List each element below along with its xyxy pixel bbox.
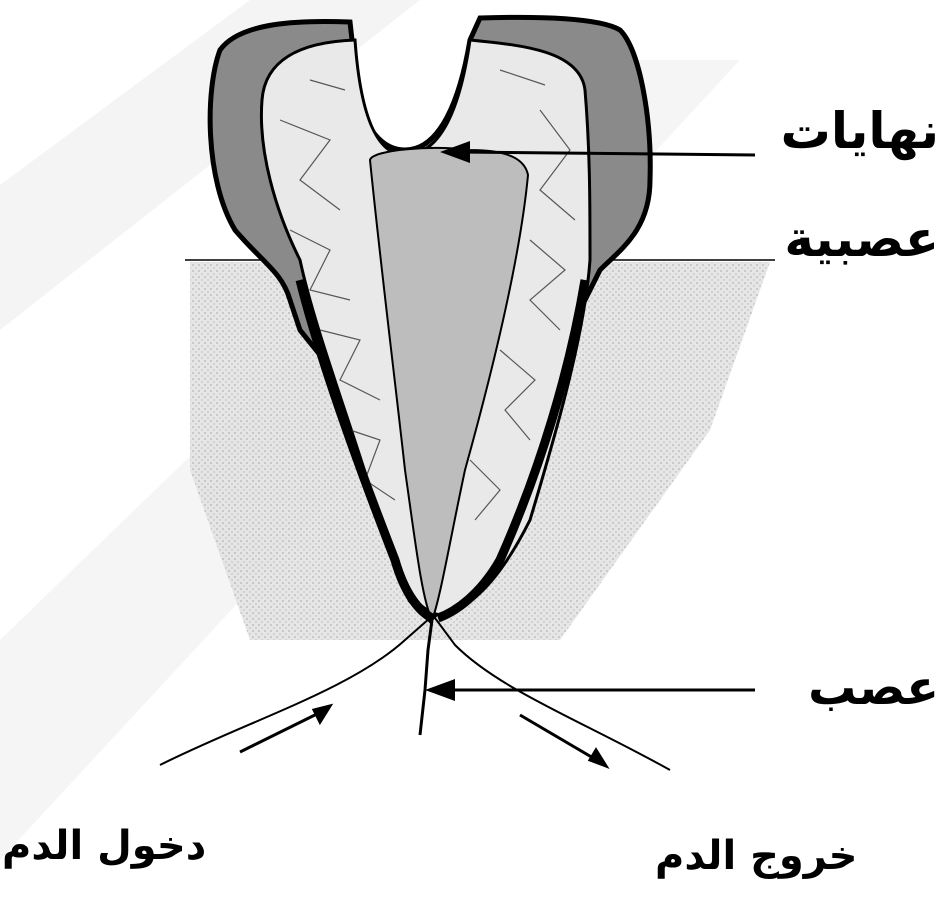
label-nerve-endings-line1: نهايات — [781, 106, 939, 156]
label-nerve-endings-line2: عصبية — [784, 214, 939, 264]
nerve-pointer — [425, 679, 755, 701]
label-nerve: عصب — [808, 664, 939, 712]
blood-in-arrow — [240, 706, 330, 752]
label-blood-exit: خروج الدم — [655, 836, 857, 876]
blood-out-arrow — [520, 715, 606, 766]
blood-vessel-out — [435, 618, 670, 770]
label-blood-entry: دخول الدم — [2, 826, 206, 866]
